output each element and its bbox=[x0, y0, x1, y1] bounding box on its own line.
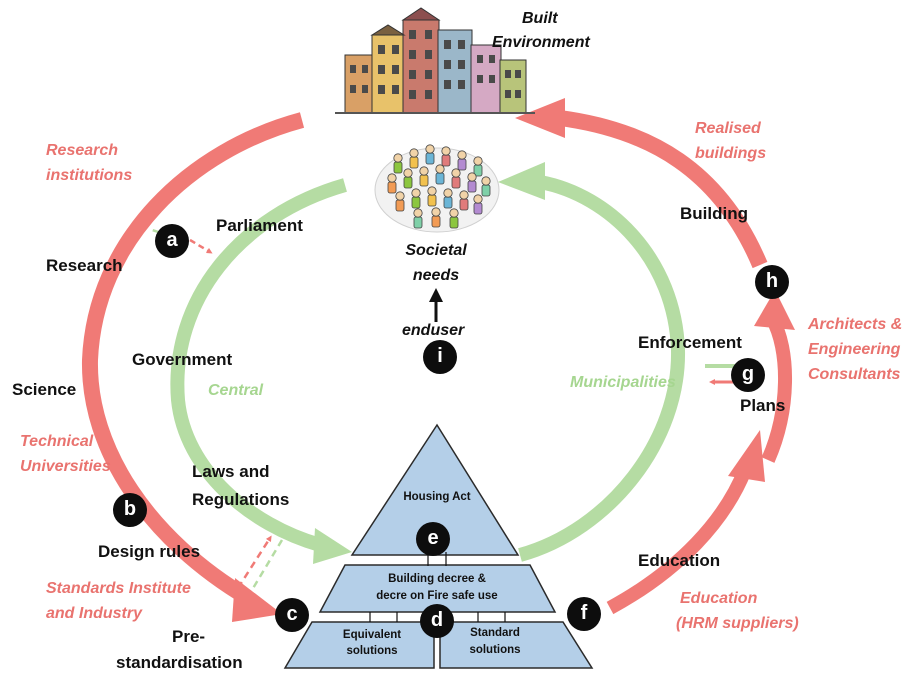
badge-c: c bbox=[275, 598, 309, 632]
person-figure bbox=[393, 153, 403, 174]
person-figure bbox=[473, 194, 483, 215]
science-label: Science bbox=[12, 380, 77, 399]
dashed-arrow-c-red bbox=[236, 535, 272, 589]
person-figure bbox=[459, 190, 469, 211]
research-label: Research bbox=[46, 256, 123, 275]
green-arrowhead-pyramid bbox=[313, 528, 352, 564]
person-figure bbox=[435, 164, 445, 185]
colorful-buildings-icon bbox=[335, 7, 535, 114]
regulation-pyramid bbox=[283, 423, 594, 669]
badge-i: i bbox=[423, 340, 457, 374]
standards-institute-label-2: and Industry bbox=[46, 605, 143, 622]
person-figure bbox=[419, 166, 429, 187]
pre-standardisation-label-2: standardisation bbox=[116, 653, 243, 672]
person-figure bbox=[473, 156, 483, 177]
equivalent-solutions-label: Equivalent bbox=[342, 629, 402, 641]
red-arrow-realised-buildings bbox=[558, 110, 768, 269]
person-figure bbox=[427, 186, 437, 207]
person-figure bbox=[431, 207, 441, 228]
badge-g: g bbox=[731, 358, 765, 392]
pre-standardisation-label: Pre- bbox=[172, 627, 206, 646]
government-label: Government bbox=[132, 350, 233, 369]
red-arrow-education bbox=[606, 467, 752, 615]
pyramid-middle-building-decree bbox=[318, 564, 557, 613]
standards-institute-label: Standards Institute bbox=[46, 580, 191, 597]
research-institutions-label: Research bbox=[46, 142, 119, 159]
red-arrow-research bbox=[81, 112, 305, 605]
realised-buildings-label: Realised bbox=[695, 120, 761, 137]
technical-universities-label: Technical bbox=[20, 433, 94, 450]
housing-act-label: Housing Act bbox=[403, 491, 471, 503]
badge-h: h bbox=[755, 265, 789, 299]
education-hrm-label-2: (HRM suppliers) bbox=[676, 615, 799, 632]
person-figure bbox=[395, 191, 405, 212]
person-figure bbox=[387, 173, 397, 194]
standard-solutions-label-2: solutions bbox=[469, 644, 521, 656]
education-hrm-label: Education bbox=[680, 590, 758, 607]
person-figure bbox=[409, 148, 419, 169]
plans-label: Plans bbox=[740, 396, 786, 415]
person-figure bbox=[403, 168, 413, 189]
green-arrow-government bbox=[170, 178, 347, 552]
societal-needs-label: Societal bbox=[405, 242, 467, 259]
badge-d: d bbox=[420, 604, 454, 638]
building-decree-label: Building decree & bbox=[388, 573, 486, 585]
badge-f: f bbox=[567, 597, 601, 631]
parliament-label: Parliament bbox=[216, 216, 303, 235]
person-figure bbox=[425, 144, 435, 165]
person-figure bbox=[449, 208, 459, 229]
research-institutions-label-2: institutions bbox=[46, 167, 133, 184]
architects-label: Architects & bbox=[808, 316, 903, 333]
equivalent-solutions-label-2: solutions bbox=[346, 645, 398, 657]
enforcement-label: Enforcement bbox=[638, 333, 742, 352]
person-figure bbox=[443, 188, 453, 209]
societal-needs-label-2: needs bbox=[412, 267, 460, 284]
dashed-arrow-a-red bbox=[189, 238, 213, 254]
person-figure bbox=[467, 172, 477, 193]
building-decree-label-2: decre on Fire safe use bbox=[376, 590, 498, 602]
architects-label-3: Consultants bbox=[808, 366, 901, 383]
laws-and-regulations-label-2: Regulations bbox=[192, 490, 290, 509]
building-label: Building bbox=[680, 204, 748, 223]
enduser-label: enduser bbox=[402, 322, 465, 339]
municipalities-label: Municipalities bbox=[570, 374, 676, 391]
technical-universities-label-2: Universities bbox=[20, 458, 111, 475]
person-figure bbox=[451, 168, 461, 189]
badge-b: b bbox=[113, 493, 147, 527]
dashed-arrow-c-green bbox=[250, 539, 284, 591]
red-arrow-consultants bbox=[761, 314, 793, 463]
person-figure bbox=[457, 150, 467, 171]
realised-buildings-label-2: buildings bbox=[695, 145, 767, 162]
central-label: Central bbox=[208, 382, 264, 399]
crowd-of-people-icon bbox=[374, 144, 500, 233]
person-figure bbox=[411, 188, 421, 209]
badge-e: e bbox=[416, 522, 450, 556]
laws-and-regulations-label: Laws and bbox=[192, 462, 270, 481]
architects-label-2: Engineering bbox=[808, 341, 901, 358]
pyramid-bottom-left-equivalent bbox=[283, 621, 435, 669]
badge-a: a bbox=[155, 224, 189, 258]
person-figure bbox=[481, 176, 491, 197]
enduser-arrowhead bbox=[429, 288, 443, 302]
standard-solutions-label: Standard bbox=[470, 627, 520, 639]
built-environment-label-2: Environment bbox=[492, 34, 590, 51]
person-figure bbox=[413, 208, 423, 229]
built-environment-label: Built bbox=[522, 10, 558, 27]
red-arrowhead-consultants bbox=[754, 290, 795, 330]
pyramid-bottom-right-standard bbox=[439, 621, 594, 669]
red-arrowhead-built-environment bbox=[515, 98, 565, 138]
green-arrow-municipalities bbox=[518, 175, 686, 562]
red-arrowhead-education bbox=[728, 430, 765, 482]
design-rules-label: Design rules bbox=[98, 542, 201, 561]
red-arrowhead-c bbox=[232, 578, 282, 622]
green-arrowhead-society bbox=[498, 162, 545, 200]
education-label: Education bbox=[638, 551, 721, 570]
person-figure bbox=[441, 146, 451, 167]
